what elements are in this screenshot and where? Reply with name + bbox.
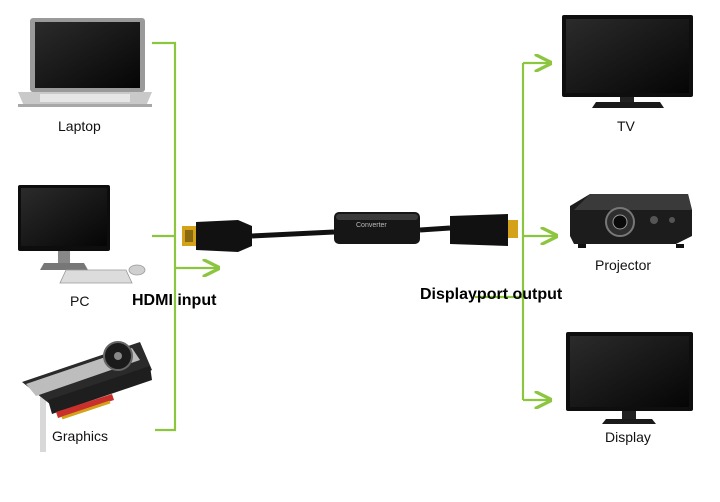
- graphics-label: Graphics: [52, 428, 109, 444]
- tv-icon: [562, 15, 693, 108]
- laptop-label: Laptop: [58, 118, 101, 134]
- graphics-card-icon: [22, 341, 152, 452]
- pc-label: PC: [70, 293, 90, 309]
- pc-icon: [18, 185, 146, 284]
- input-bracket: [152, 41, 218, 432]
- converter-label: Converter: [356, 222, 387, 229]
- tv-label: TV: [617, 118, 635, 134]
- laptop-icon: [18, 18, 152, 107]
- projector-label: Projector: [595, 257, 652, 273]
- converter-cable: [182, 212, 518, 252]
- display-monitor-icon: [566, 332, 693, 424]
- projector-icon: [570, 194, 692, 248]
- displayport-output-label: Displayport output: [420, 286, 563, 303]
- output-bracket: [475, 63, 556, 400]
- hdmi-input-label: HDMI input: [132, 292, 217, 309]
- display-label: Display: [605, 429, 651, 445]
